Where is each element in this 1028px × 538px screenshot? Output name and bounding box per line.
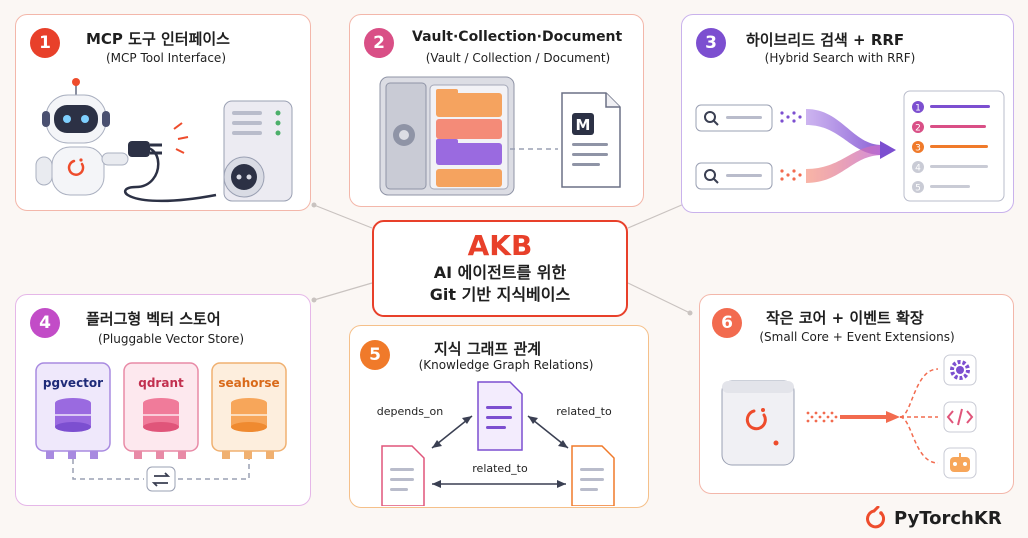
card-number: 1	[30, 28, 60, 58]
swap-icon	[146, 466, 176, 492]
store-pgvector: pgvector	[35, 362, 111, 459]
vault-illustration: M	[379, 76, 621, 196]
card-pluggable-vector-store: 4 플러그형 벡터 스토어 (Pluggable Vector Store) p…	[15, 294, 311, 506]
card-hybrid-search: 3 하이브리드 검색 + RRF (Hybrid Search with RRF…	[681, 14, 1014, 213]
search-icon-bottom	[695, 162, 773, 190]
folder-icon-purple	[436, 139, 502, 165]
rank-1: 1	[915, 104, 921, 114]
folder-icon-red	[436, 119, 502, 139]
ranked-results-list: 1 2 3 4 5	[903, 90, 1005, 202]
card-title: 작은 코어 + 이벤트 확장	[766, 309, 924, 327]
rank-2: 2	[915, 124, 921, 134]
rank-3: 3	[915, 144, 921, 154]
card-subtitle: (Vault / Collection / Document)	[425, 51, 611, 65]
doc-letter: M	[576, 116, 591, 134]
document-node-top	[477, 381, 523, 451]
card-number: 2	[364, 28, 394, 58]
gear-icon	[943, 354, 977, 386]
pytorch-flame-icon	[866, 506, 886, 529]
card-small-core-event-extensions: 6 작은 코어 + 이벤트 확장 (Small Core + Event Ext…	[699, 294, 1014, 494]
card-title: 지식 그래프 관계	[434, 340, 542, 358]
edge-label-related-to-bottom: related_to	[472, 462, 528, 475]
center-line-2: Git 기반 지식베이스	[429, 285, 571, 304]
document-icon: M	[561, 92, 621, 188]
center-akb-box: AKB AI 에이전트를 위한 Git 기반 지식베이스	[372, 220, 628, 317]
card-subtitle: (Small Core + Event Extensions)	[759, 330, 955, 344]
plug-icon	[128, 141, 162, 157]
server-icon	[223, 100, 293, 202]
database-icon-orange	[231, 398, 267, 432]
card-number: 3	[696, 28, 726, 58]
center-line-1: AI 에이전트를 위한	[433, 263, 567, 282]
card-number: 6	[712, 308, 742, 338]
brand-name: PyTorchKR	[894, 507, 1002, 529]
card-subtitle: (Knowledge Graph Relations)	[418, 358, 594, 372]
center-title: AKB	[467, 229, 533, 262]
folder-icon-peach	[436, 169, 502, 187]
pytorchkr-logo: PyTorchKR	[866, 505, 1002, 531]
card-title: MCP 도구 인터페이스	[86, 30, 230, 48]
robot-extension-icon	[943, 447, 977, 479]
store-label-qdrant: qdrant	[138, 376, 184, 390]
document-node-right	[571, 445, 615, 506]
edge-label-depends-on: depends_on	[377, 405, 443, 418]
folder-icon-orange	[436, 89, 502, 117]
robot-plug-illustration	[35, 78, 293, 203]
store-seahorse: seahorse	[211, 362, 287, 459]
store-label-pgvector: pgvector	[43, 376, 103, 390]
core-extensions-illustration	[721, 354, 977, 479]
edge-label-related-to-right: related_to	[556, 405, 612, 418]
card-knowledge-graph: 5 지식 그래프 관계 (Knowledge Graph Relations)	[349, 325, 649, 508]
database-icon-pink	[143, 398, 179, 432]
card-mcp-tool-interface: 1 MCP 도구 인터페이스 (MCP Tool Interface)	[15, 14, 311, 211]
store-qdrant: qdrant	[123, 362, 199, 459]
card-title: Vault·Collection·Document	[412, 29, 623, 45]
knowledge-graph-illustration: depends_on related_to related_to	[377, 381, 615, 506]
code-icon	[943, 401, 977, 433]
card-subtitle: (Hybrid Search with RRF)	[764, 51, 916, 65]
document-node-left	[381, 445, 425, 506]
rank-4: 4	[915, 164, 921, 174]
database-icon-purple	[55, 398, 91, 432]
store-label-seahorse: seahorse	[218, 376, 279, 390]
vector-stores-illustration: pgvector qdrant seahorse	[35, 362, 287, 492]
card-vault-collection-document: 2 Vault·Collection·Document (Vault / Col…	[349, 14, 644, 207]
rank-5: 5	[915, 184, 921, 194]
robot-icon	[35, 78, 129, 196]
card-subtitle: (MCP Tool Interface)	[106, 51, 226, 65]
card-number: 5	[360, 340, 390, 370]
hybrid-search-illustration: 1 2 3 4 5	[695, 90, 1005, 202]
card-subtitle: (Pluggable Vector Store)	[97, 332, 245, 346]
card-title: 플러그형 벡터 스토어	[86, 310, 221, 328]
card-title: 하이브리드 검색 + RRF	[746, 31, 905, 49]
card-number: 4	[30, 308, 60, 338]
core-cube-icon	[721, 380, 795, 466]
search-icon-top	[695, 104, 773, 132]
